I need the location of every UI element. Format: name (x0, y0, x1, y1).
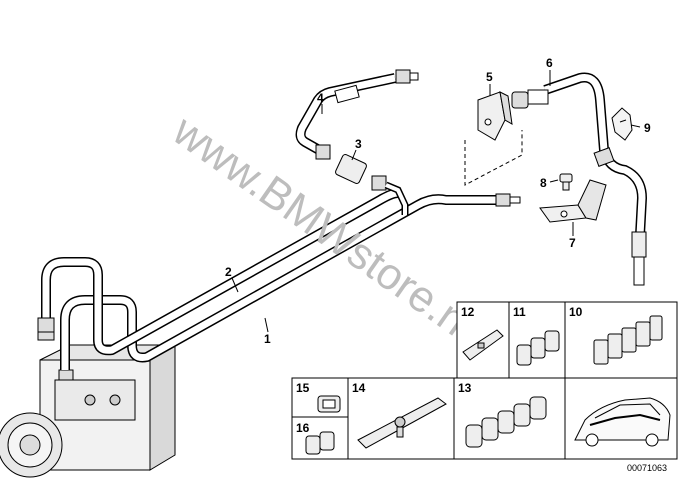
brake-hose-6[interactable] (511, 72, 647, 286)
callout-15: 15 (296, 381, 310, 395)
callout-2: 2 (225, 265, 232, 279)
callout-5: 5 (486, 70, 493, 84)
callout-12: 12 (461, 305, 475, 319)
callout-3: 3 (355, 137, 362, 151)
detail-box-15[interactable]: 15 (291, 377, 349, 418)
callout-10: 10 (569, 305, 583, 319)
detail-box-12[interactable]: 12 (456, 301, 510, 379)
callout-11: 11 (513, 305, 526, 319)
detail-box-11[interactable]: 11 (508, 301, 566, 379)
callout-1: 1 (264, 332, 271, 346)
connector-3[interactable] (315, 144, 409, 215)
detail-box-14[interactable]: 14 (347, 377, 455, 460)
callout-8: 8 (540, 176, 547, 190)
bracket-5-link (464, 130, 523, 186)
callout-4: 4 (317, 91, 324, 105)
callout-numbers: 1 2 3 4 5 6 7 8 9 (225, 56, 651, 346)
vehicle-location-box[interactable] (564, 377, 678, 460)
abs-unit (0, 327, 177, 478)
watermark: www.BMWstore.nl (163, 105, 484, 350)
diagram-code: 00071063 (627, 463, 667, 473)
brake-hose-4[interactable] (295, 69, 419, 160)
brake-line-1[interactable] (60, 193, 521, 370)
detail-box-16[interactable]: 16 (291, 416, 349, 460)
clip-9[interactable] (611, 107, 633, 141)
callout-9: 9 (644, 121, 651, 135)
leader-lines (231, 70, 641, 333)
bracket-7[interactable] (539, 179, 607, 223)
callout-14: 14 (352, 381, 366, 395)
detail-box-10[interactable]: 10 (564, 301, 678, 379)
bracket-5[interactable] (477, 91, 513, 141)
detail-box-13[interactable]: 13 (453, 377, 566, 460)
callout-13: 13 (458, 381, 472, 395)
screw-8[interactable] (559, 173, 573, 191)
brake-line-2[interactable] (37, 188, 399, 356)
callout-7: 7 (569, 236, 576, 250)
callout-16: 16 (296, 421, 310, 435)
callout-6: 6 (546, 56, 553, 70)
